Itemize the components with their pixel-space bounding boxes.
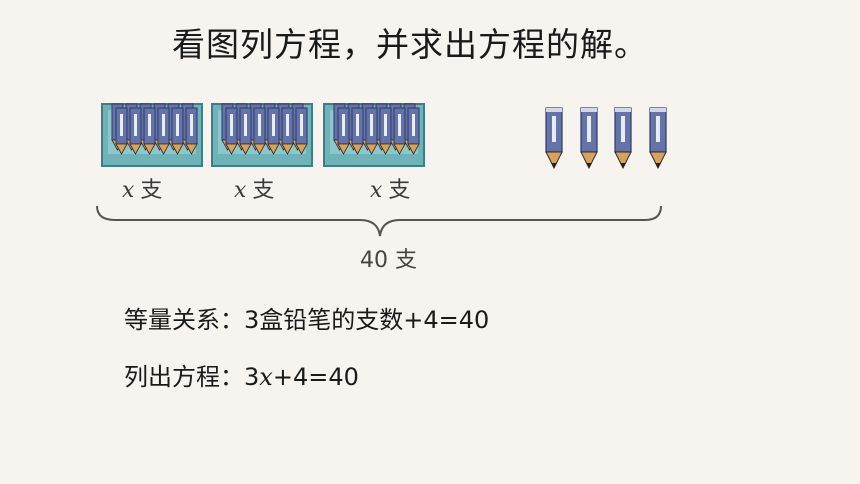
loose-pencil-4 xyxy=(647,106,669,170)
pencil-box-3 xyxy=(322,98,426,168)
relation-text: 3盒铅笔的支数+4=40 xyxy=(244,306,489,334)
equation-rest: +4=40 xyxy=(273,363,359,391)
equation-label: 列出方程： xyxy=(124,363,244,391)
equation-var: x xyxy=(259,363,273,391)
pencil-box-1 xyxy=(100,98,204,168)
loose-pencil-3 xyxy=(612,106,634,170)
total-label: 40 支 xyxy=(360,242,417,274)
problem-title: 看图列方程，并求出方程的解。 xyxy=(172,18,648,66)
total-brace xyxy=(95,200,665,240)
pencil-box-illustration xyxy=(210,98,314,168)
loose-pencil-1 xyxy=(543,106,565,170)
pencil-box-illustration xyxy=(322,98,426,168)
equation-coef: 3 xyxy=(244,363,259,391)
relation-line: 等量关系：3盒铅笔的支数+4=40 xyxy=(124,300,489,335)
pencil-box-2 xyxy=(210,98,314,168)
pencil-box-illustration xyxy=(100,98,204,168)
relation-label: 等量关系： xyxy=(124,306,244,334)
equation-line: 列出方程：3x+4=40 xyxy=(124,357,359,392)
loose-pencil-2 xyxy=(578,106,600,170)
